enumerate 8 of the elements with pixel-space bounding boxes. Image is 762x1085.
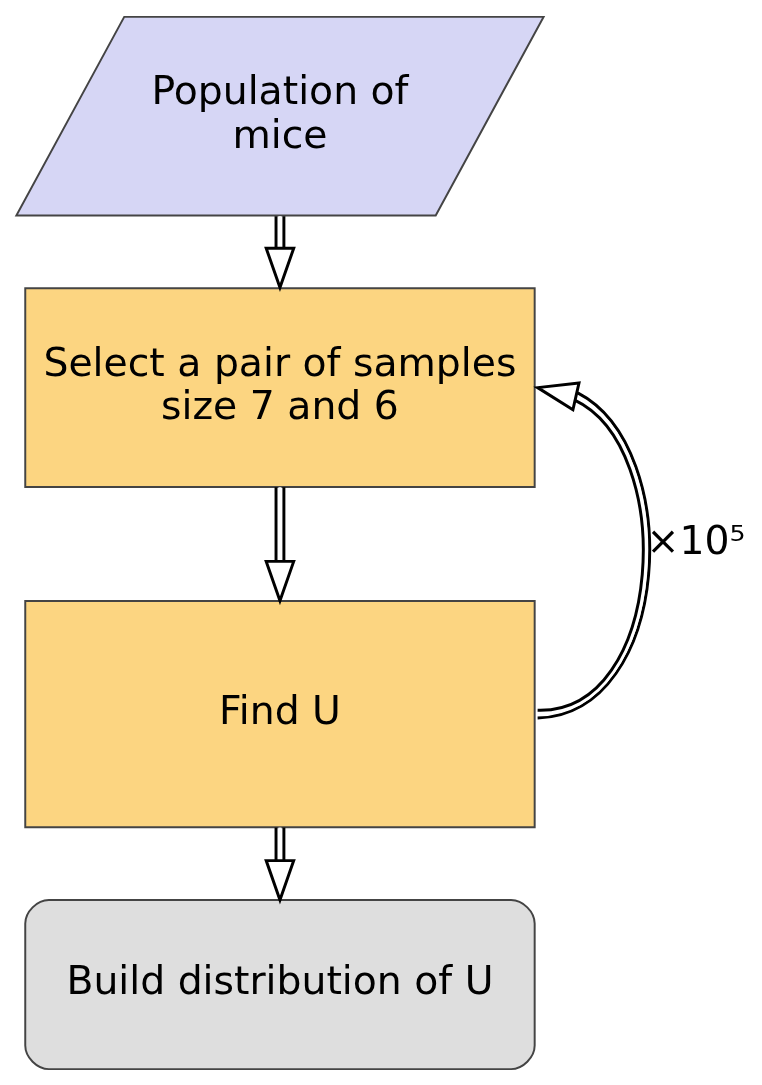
- node-box: Build distribution of U: [24, 898, 536, 1070]
- node-box: Select a pair of samples size 7 and 6: [24, 286, 536, 488]
- arrow: [264, 486, 296, 605]
- arrow: [264, 215, 296, 292]
- arrow: [264, 827, 296, 904]
- edge-label: ×10⁵: [646, 516, 746, 563]
- arrow: [533, 380, 651, 719]
- node-box: Find U: [24, 599, 536, 828]
